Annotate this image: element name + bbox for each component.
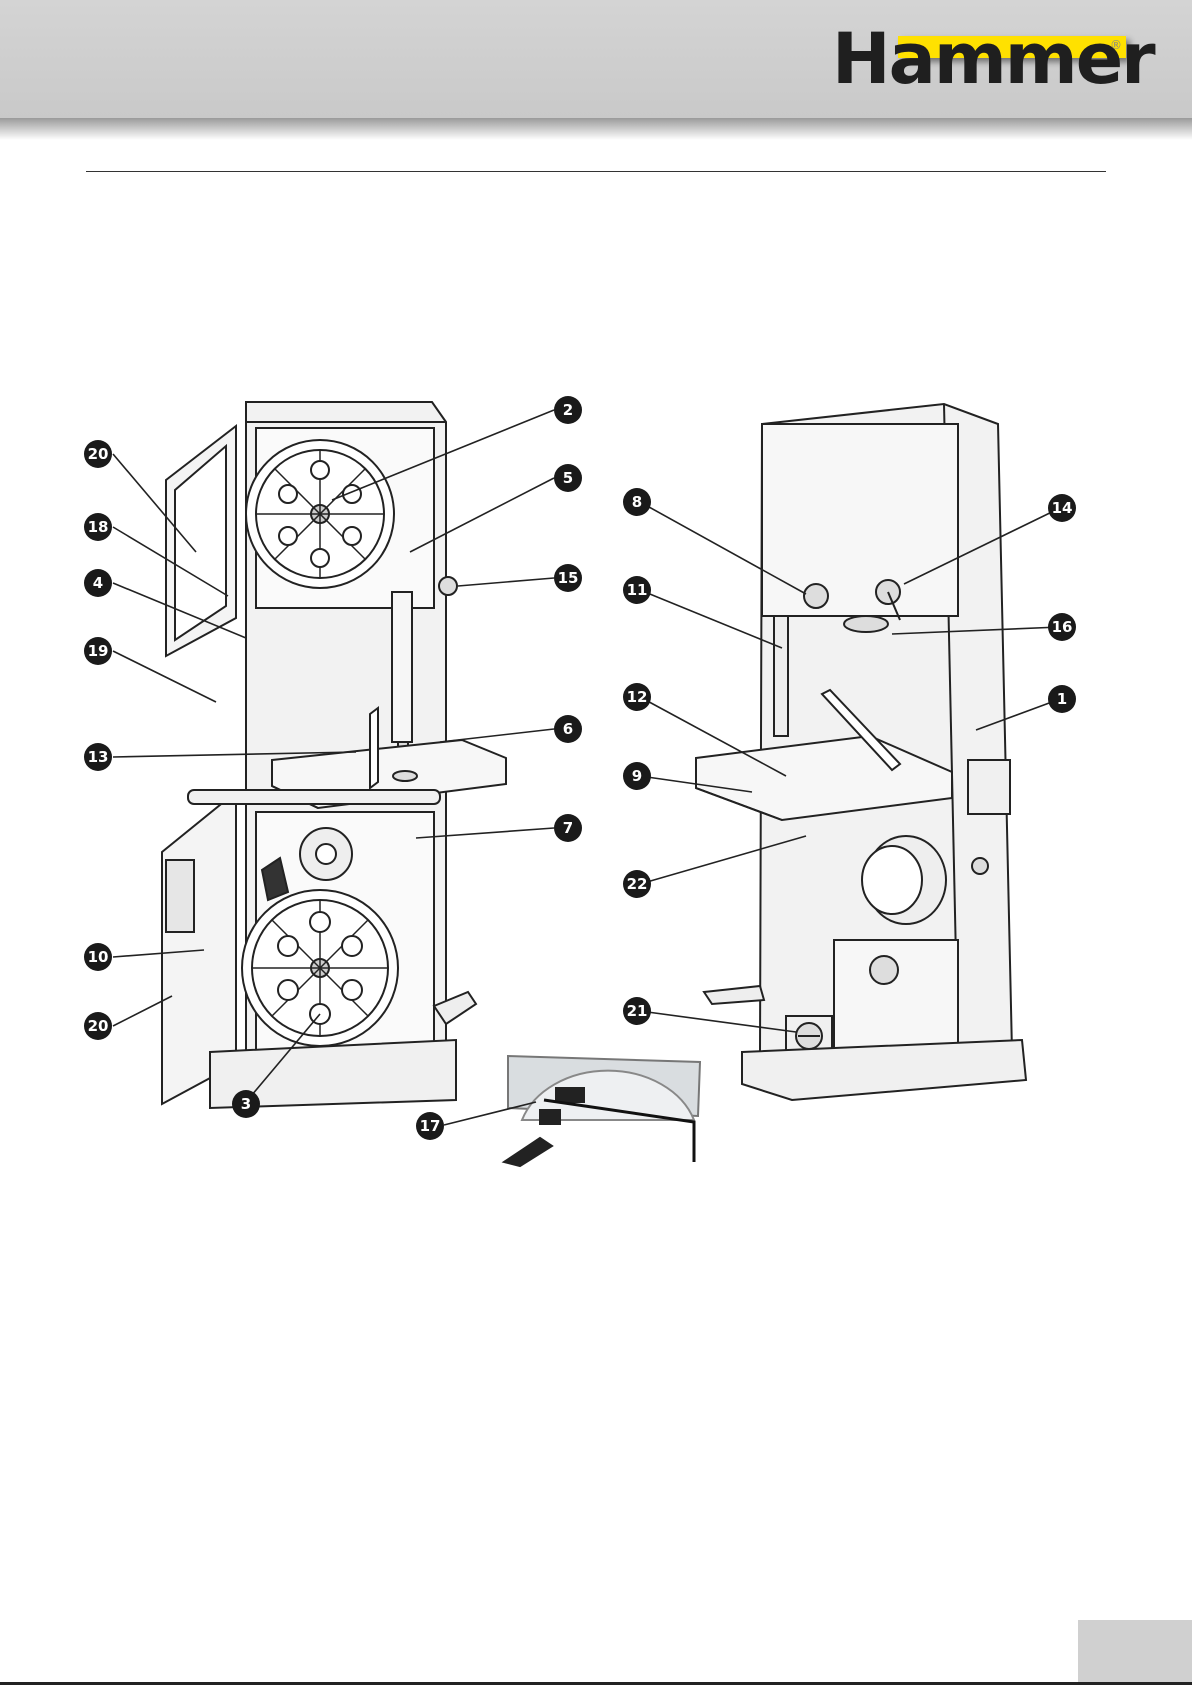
callout-10: 10 <box>84 943 112 971</box>
svg-text:17: 17 <box>420 1117 441 1135</box>
page-number-tab <box>1078 1620 1192 1685</box>
svg-text:1: 1 <box>1057 690 1067 708</box>
svg-text:4: 4 <box>93 574 103 592</box>
svg-text:18: 18 <box>88 518 109 536</box>
svg-text:6: 6 <box>563 720 573 738</box>
svg-text:21: 21 <box>627 1002 648 1020</box>
svg-text:14: 14 <box>1052 499 1073 517</box>
callout-17: 17 <box>416 1112 444 1140</box>
callout-21: 21 <box>623 997 651 1025</box>
svg-text:8: 8 <box>632 493 642 511</box>
callout-11: 11 <box>623 576 651 604</box>
right-bandsaw-illustration <box>696 404 1026 1100</box>
svg-text:12: 12 <box>627 688 648 706</box>
callout-6: 6 <box>554 715 582 743</box>
callout-8: 8 <box>623 488 651 516</box>
svg-text:9: 9 <box>632 767 642 785</box>
svg-text:10: 10 <box>88 948 109 966</box>
lower-wheel <box>242 890 398 1046</box>
mitre-gauge-inset <box>504 1056 700 1166</box>
svg-text:7: 7 <box>563 819 573 837</box>
callout-16: 16 <box>1048 613 1076 641</box>
upper-wheel <box>246 440 394 588</box>
svg-text:20: 20 <box>88 445 109 463</box>
callout-1: 1 <box>1048 685 1076 713</box>
callout-20-top: 20 <box>84 440 112 468</box>
svg-text:11: 11 <box>627 581 648 599</box>
callout-14: 14 <box>1048 494 1076 522</box>
svg-text:13: 13 <box>88 748 109 766</box>
svg-text:5: 5 <box>563 469 573 487</box>
svg-text:19: 19 <box>88 642 109 660</box>
callout-13: 13 <box>84 743 112 771</box>
svg-text:15: 15 <box>558 569 579 587</box>
callout-2: 2 <box>554 396 582 424</box>
callout-12: 12 <box>623 683 651 711</box>
svg-text:20: 20 <box>88 1017 109 1035</box>
svg-text:3: 3 <box>241 1095 251 1113</box>
svg-text:2: 2 <box>563 401 573 419</box>
callout-15: 15 <box>554 564 582 592</box>
callout-9: 9 <box>623 762 651 790</box>
svg-text:16: 16 <box>1052 618 1073 636</box>
callout-4: 4 <box>84 569 112 597</box>
svg-text:22: 22 <box>627 875 648 893</box>
callout-18: 18 <box>84 513 112 541</box>
callout-19: 19 <box>84 637 112 665</box>
callout-22: 22 <box>623 870 651 898</box>
callout-5: 5 <box>554 464 582 492</box>
callout-20-bottom: 20 <box>84 1012 112 1040</box>
callout-3: 3 <box>232 1090 260 1118</box>
callout-7: 7 <box>554 814 582 842</box>
